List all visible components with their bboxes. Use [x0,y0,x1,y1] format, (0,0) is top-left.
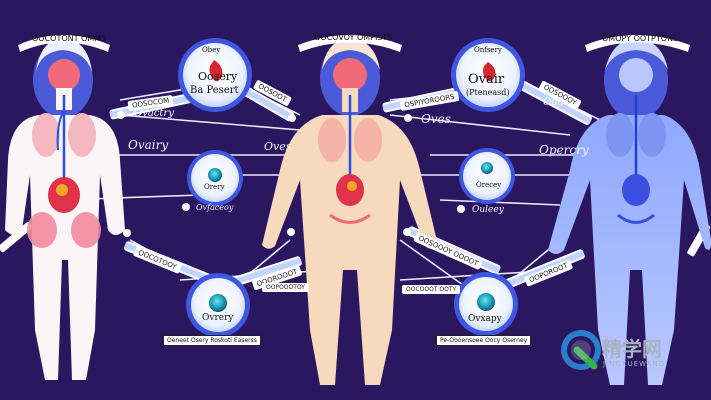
circle-tr-line1: Onfsery [474,46,502,54]
circle-top-right [451,38,525,112]
watermark-chars: 精学网 [602,337,662,361]
circle-mid-left [187,150,243,206]
circle-bottom-right [454,272,518,336]
circle-tl-line3: Ba Pesert [190,85,239,96]
footer-left: Oeneet Osery Roskoti Easerss [163,335,261,346]
tag-10: OOCOOOT OOTY [402,285,461,294]
side-label-center-mid: Oves [264,140,292,153]
side-label-left-mid: Ovairy [128,138,169,152]
side-label-right-mid: Opercry [539,143,589,157]
circle-tl-line1: Obey [202,46,221,54]
top-label-center: OOCOVOY OMPISTS [314,33,393,42]
circle-bottom-left [186,273,250,337]
top-label-left: OOCOTONT OMMS [32,34,107,43]
circle-br-label: Ovxapy [468,314,502,324]
figure-left [5,38,125,380]
side-label-left-lower: Ovfaceoy [196,203,234,212]
watermark-sub: JINGXUEWANG [603,360,666,368]
figure-right [548,38,711,385]
footer-right: Pe-Oooensoee Oocy Oserney [436,335,532,346]
circle-tl-line2: Oosery [198,70,238,83]
tag-9: OOPOOOTOY [262,283,309,292]
circle-top-left [178,38,252,112]
watermark-logo [561,330,601,370]
circle-mr-label: Orecey [476,181,502,189]
figure-center [262,38,438,385]
circle-tr-line2: Ovair [468,72,505,87]
side-label-right-upper: Oba [543,97,564,108]
side-label-right-lower: Ouleey [472,205,504,215]
circle-tr-line3: (Pteneasd) [466,88,510,97]
top-label-right: OMOPY OOTPTONS [602,34,679,43]
top-arc-banners [18,35,690,52]
side-label-center-right: Oves [421,112,451,126]
circle-ml-label: Orery [204,183,225,191]
circle-bl-label: Ovrery [202,313,234,323]
circle-mid-right [459,148,515,204]
side-label-left-upper: Ovactry [134,108,174,119]
